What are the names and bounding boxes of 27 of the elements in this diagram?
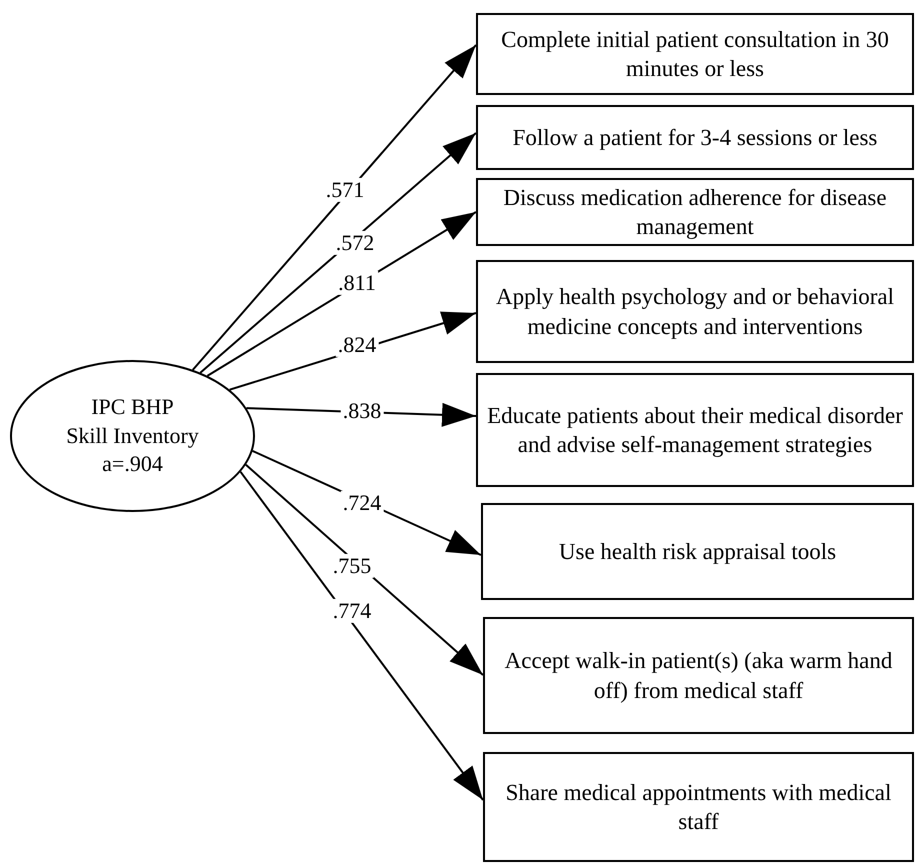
- arrow: [240, 471, 484, 801]
- arrow: [245, 464, 484, 676]
- indicator-box: [476, 13, 914, 95]
- item-text: Educate patients about their medical disorder and advise self-management strategies: [486, 402, 904, 459]
- item-text: Share medical appointments with medical staff: [504, 778, 892, 836]
- indicator-box: [476, 260, 914, 363]
- item-text: Discuss medication adherence for disease management: [502, 184, 888, 241]
- indicator-box: [476, 105, 914, 170]
- item-text: Complete initial patient consultation in 30 minutes or less: [500, 26, 890, 83]
- edge-label: .811: [336, 270, 378, 296]
- edge-label: .572: [334, 230, 376, 256]
- indicator-box: [483, 617, 914, 734]
- construct-label: IPC BHP: [91, 393, 174, 422]
- edge-label: .774: [330, 598, 374, 624]
- item-text: Use health risk appraisal tools: [558, 538, 836, 566]
- indicator-box: [476, 178, 914, 246]
- indicator-box: [476, 373, 914, 487]
- item-text: Accept walk-in patient(s) (aka warm hand off) from medical staff: [504, 647, 894, 705]
- construct-label: Skill Inventory: [66, 422, 199, 450]
- construct-label: a=.904: [102, 450, 163, 478]
- item-text: Apply health psychology and or behavioral medicine concepts and interventions: [495, 283, 895, 341]
- arrow: [200, 132, 477, 374]
- arrow: [192, 44, 477, 370]
- indicator-box: [483, 752, 914, 862]
- latent-variable-ellipse: [10, 360, 255, 512]
- indicator-box: [481, 503, 914, 600]
- item-text: Follow a patient for 3-4 sessions or less: [512, 124, 878, 152]
